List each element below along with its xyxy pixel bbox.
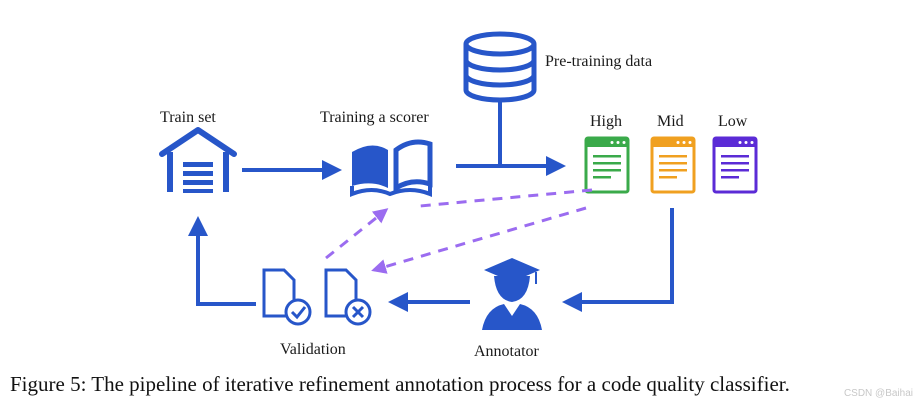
pretraining-label: Pre-training data xyxy=(545,53,652,70)
validation-label: Validation xyxy=(280,341,346,358)
train-set-label: Train set xyxy=(160,109,216,126)
mid-document-icon xyxy=(650,136,696,194)
file-check-icon xyxy=(262,268,312,326)
arrow-mid-to-annotator xyxy=(562,208,674,312)
figure-caption: Figure 5: The pipeline of iterative refi… xyxy=(10,372,790,396)
mid-label: Mid xyxy=(657,113,684,130)
database-icon xyxy=(463,31,537,103)
file-cross-icon xyxy=(324,268,372,326)
training-scorer-label: Training a scorer xyxy=(320,109,429,126)
garage-icon xyxy=(159,127,237,193)
dashed-high-to-validation xyxy=(371,206,587,274)
annotator-label: Annotator xyxy=(474,343,540,360)
low-label: Low xyxy=(718,113,748,130)
watermark: CSDN @Baihai xyxy=(843,388,913,399)
high-label: High xyxy=(590,113,622,130)
graduate-icon xyxy=(482,258,542,330)
dashed-validation-to-scorer xyxy=(325,208,389,260)
low-document-icon xyxy=(712,136,758,194)
open-book-icon xyxy=(350,139,433,197)
arrow-validation-to-trainset xyxy=(188,216,256,306)
high-document-icon xyxy=(584,136,630,194)
dashed-high-to-scorer xyxy=(419,188,593,208)
